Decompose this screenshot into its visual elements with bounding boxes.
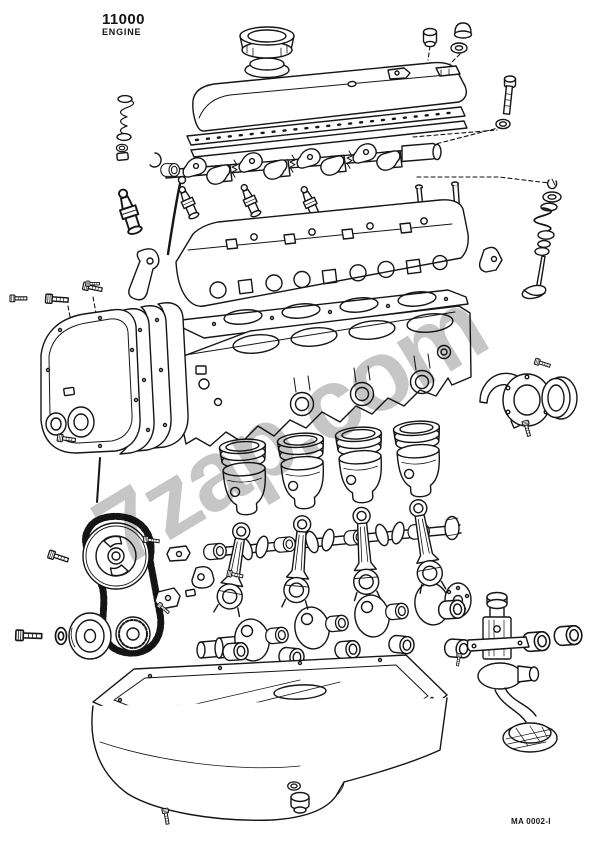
drain-plug: [161, 781, 310, 826]
rear-oil-seal-retainer: [479, 357, 578, 438]
crankshaft-pulley: [68, 612, 112, 660]
drawing-code: MA 0002-I: [511, 817, 551, 826]
cover-flange: [186, 106, 466, 146]
timing-cover-bolts: [9, 279, 104, 503]
engine-hanger: [128, 248, 160, 301]
oil-pump: [454, 591, 558, 753]
crankshaft-sprocket: [115, 616, 151, 652]
oil-filler-cap: [239, 26, 295, 79]
rocker-arms: [182, 143, 401, 185]
valve-assembly: [521, 178, 562, 300]
timing-chain-cover: [40, 308, 141, 454]
cylinder-block: [180, 305, 472, 447]
timing-chain-drive: [14, 512, 244, 660]
group-name: ENGINE: [102, 26, 142, 37]
rocker-shaft-assembly: [115, 94, 442, 185]
pulley-bolt: [14, 629, 43, 643]
camshaft-sprocket: [82, 522, 150, 590]
oil-pan: [91, 654, 448, 821]
pistons-with-rings: [218, 419, 445, 517]
figure-header: 11000 ENGINE: [102, 12, 145, 37]
cover-gasket: [190, 120, 468, 158]
valve-cover: [186, 61, 468, 158]
oil-level-gauge: [166, 175, 187, 256]
group-code: 11000: [102, 11, 145, 28]
pulley-washer: [54, 626, 68, 646]
cylinder-head: [175, 199, 503, 307]
chain-tensioner: [142, 535, 191, 616]
camshaft: [202, 515, 462, 561]
cover-mount-parts: [422, 22, 517, 130]
